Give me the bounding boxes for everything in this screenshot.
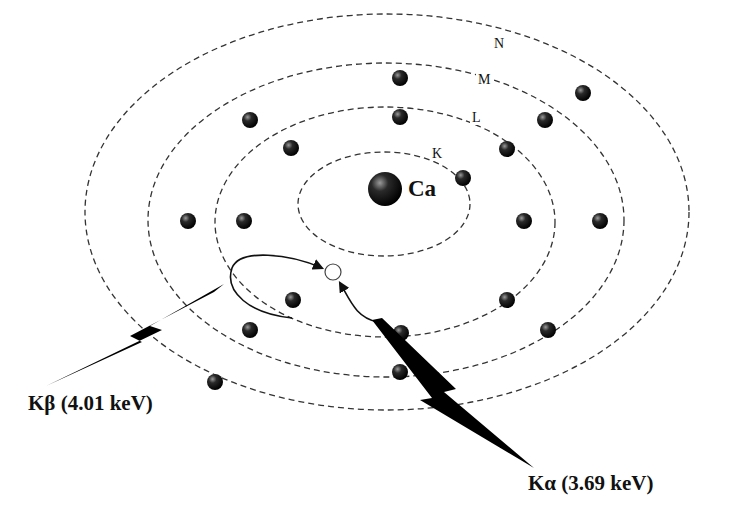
nucleus: Ca (366, 170, 436, 208)
electron (455, 170, 471, 186)
electron (540, 322, 556, 338)
shell-ring (215, 107, 555, 337)
electron (516, 213, 532, 229)
electron (207, 374, 223, 390)
electron (285, 292, 301, 308)
shell-label: L (470, 110, 483, 125)
electron (499, 141, 515, 157)
electron-shells (85, 14, 689, 410)
shell-label: M (476, 72, 492, 87)
electron (392, 70, 408, 86)
element-symbol: Ca (408, 176, 436, 201)
emission-label: Kα (3.69 keV) (526, 472, 655, 495)
shell-label: N (492, 36, 506, 51)
electron (283, 140, 299, 156)
nucleus-sphere (366, 170, 404, 208)
electron (242, 112, 258, 128)
shell-label: K (430, 146, 444, 161)
electron (236, 213, 252, 229)
electron (592, 213, 608, 229)
k-beta-photon (46, 284, 224, 386)
electron (499, 292, 515, 308)
electron (392, 364, 408, 380)
k-alpha-photon (372, 318, 534, 468)
electron (242, 322, 258, 338)
electron (575, 85, 591, 101)
vacancy (325, 264, 341, 280)
electron (392, 109, 408, 125)
emission-label: Kβ (4.01 keV) (26, 392, 155, 415)
nucleus-ball (368, 172, 402, 206)
k-beta-transition (231, 255, 322, 318)
electron (180, 213, 196, 229)
electron (537, 112, 553, 128)
k-alpha-transition (340, 283, 378, 322)
shell-ring (85, 14, 689, 410)
shell-ring (298, 152, 470, 256)
